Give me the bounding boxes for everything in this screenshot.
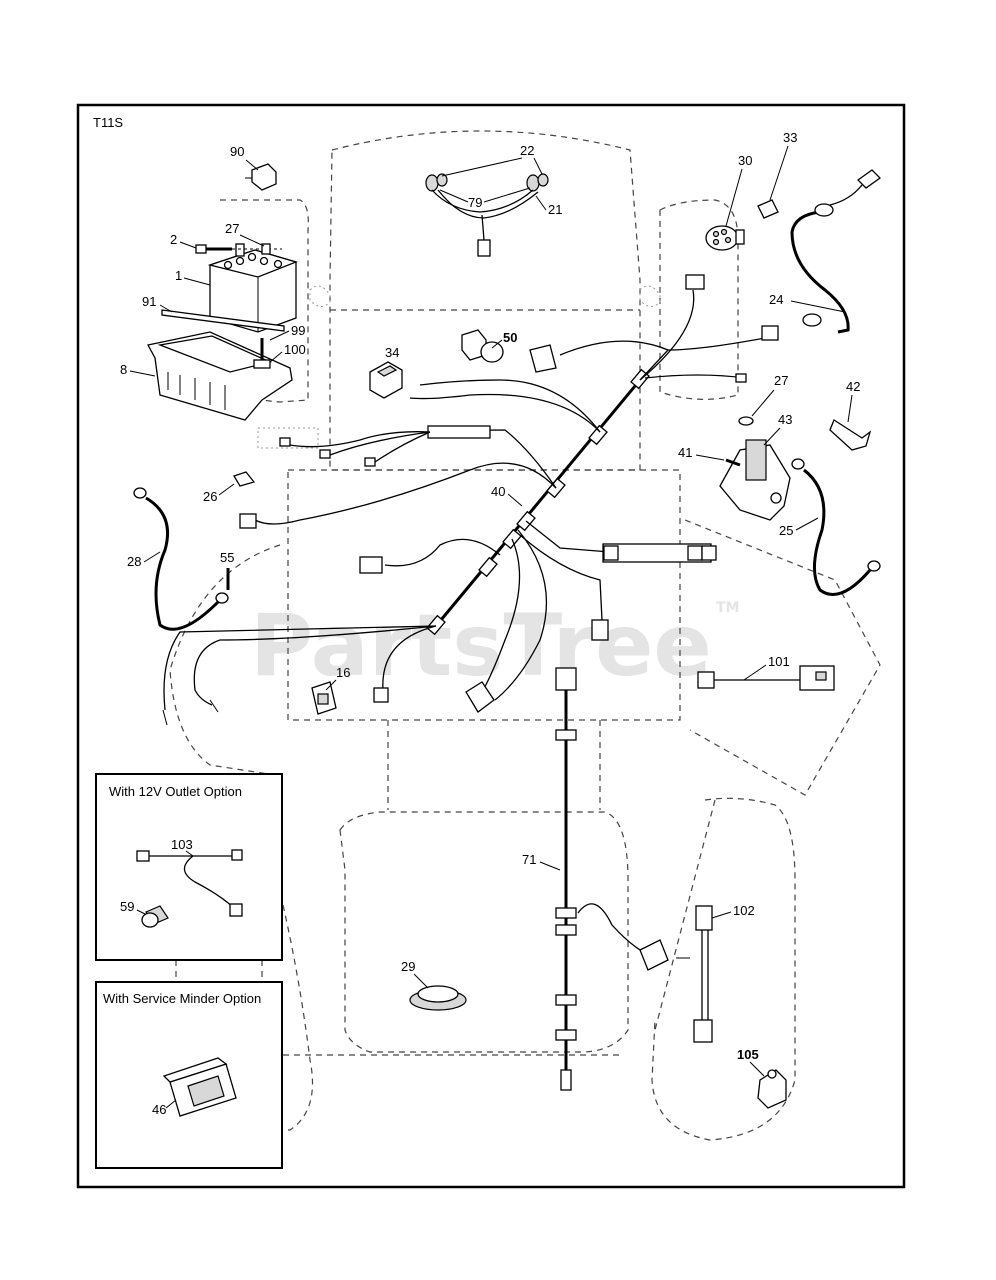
part-27-nut (261, 243, 271, 255)
option-box-12v-outlet: With 12V Outlet Option 103 59 (95, 773, 283, 961)
callout-40: 40 (491, 484, 505, 499)
callout-55: 55 (220, 550, 234, 565)
part-40-main-harness (162, 274, 779, 726)
part-22-79-21-lights (425, 173, 549, 257)
callout-21: 21 (548, 202, 562, 217)
callout-101: 101 (768, 654, 790, 669)
part-43-solenoid (719, 439, 791, 521)
diagram-code: T11S (93, 115, 123, 130)
callout-71: 71 (522, 852, 536, 867)
part-42-boot (829, 419, 872, 451)
part-33-module (757, 199, 779, 219)
part-26-fuse (233, 471, 256, 487)
watermark: PartsTree (250, 596, 712, 696)
callout-91: 91 (142, 294, 156, 309)
callout-8: 8 (120, 362, 127, 377)
part-2-bolt (195, 244, 282, 254)
option-box-service-minder: With Service Minder Option 46 (95, 981, 283, 1169)
part-105-switch (757, 1069, 787, 1109)
service-option-title: With Service Minder Option (103, 991, 261, 1006)
callout-30: 30 (738, 153, 752, 168)
part-102-harness (676, 905, 713, 1043)
part-28-ground-cable (133, 487, 229, 631)
callout-27-top: 27 (225, 221, 239, 236)
callout-41: 41 (678, 445, 692, 460)
callout-59: 59 (120, 899, 134, 914)
callout-102: 102 (733, 903, 755, 918)
callout-105: 105 (737, 1047, 759, 1062)
watermark-tm: TM (716, 600, 739, 616)
part-34-switch (369, 361, 403, 399)
part-99-100-hardware (253, 338, 271, 369)
callout-100: 100 (284, 342, 306, 357)
callout-79: 79 (468, 195, 482, 210)
part-8-battery-tray (147, 331, 293, 421)
callout-34: 34 (385, 345, 399, 360)
callout-28: 28 (127, 554, 141, 569)
part-91-strap (161, 309, 285, 332)
callout-99: 99 (291, 323, 305, 338)
part-71-harness (555, 667, 669, 1091)
part-24-battery-cable (790, 169, 882, 334)
callout-90: 90 (230, 144, 244, 159)
outlet-option-title: With 12V Outlet Option (109, 784, 242, 799)
callout-26: 26 (203, 489, 217, 504)
part-90-connector (245, 163, 277, 191)
callout-25: 25 (779, 523, 793, 538)
part-41-screw (725, 458, 741, 467)
callout-24: 24 (769, 292, 783, 307)
part-1-battery (207, 243, 299, 333)
callout-1: 1 (175, 268, 182, 283)
part-101-harness (697, 665, 835, 691)
part-27b-washer (738, 416, 754, 426)
part-16-relay (311, 681, 337, 715)
callout-43: 43 (778, 412, 792, 427)
part-30-ignition-switch (705, 225, 745, 251)
wire-tag (529, 344, 557, 373)
callout-50: 50 (503, 330, 517, 345)
callout-2: 2 (170, 232, 177, 247)
callout-27-right: 27 (774, 373, 788, 388)
callout-22: 22 (520, 143, 534, 158)
diagram-frame (76, 103, 906, 1189)
callout-33: 33 (783, 130, 797, 145)
callout-42: 42 (846, 379, 860, 394)
callout-46: 46 (152, 1102, 166, 1117)
part-50-key-switch (461, 329, 504, 363)
callout-16: 16 (336, 665, 350, 680)
callout-29: 29 (401, 959, 415, 974)
part-25-cable (791, 458, 881, 596)
callout-103: 103 (171, 837, 193, 852)
part-29-horn (409, 985, 467, 1011)
